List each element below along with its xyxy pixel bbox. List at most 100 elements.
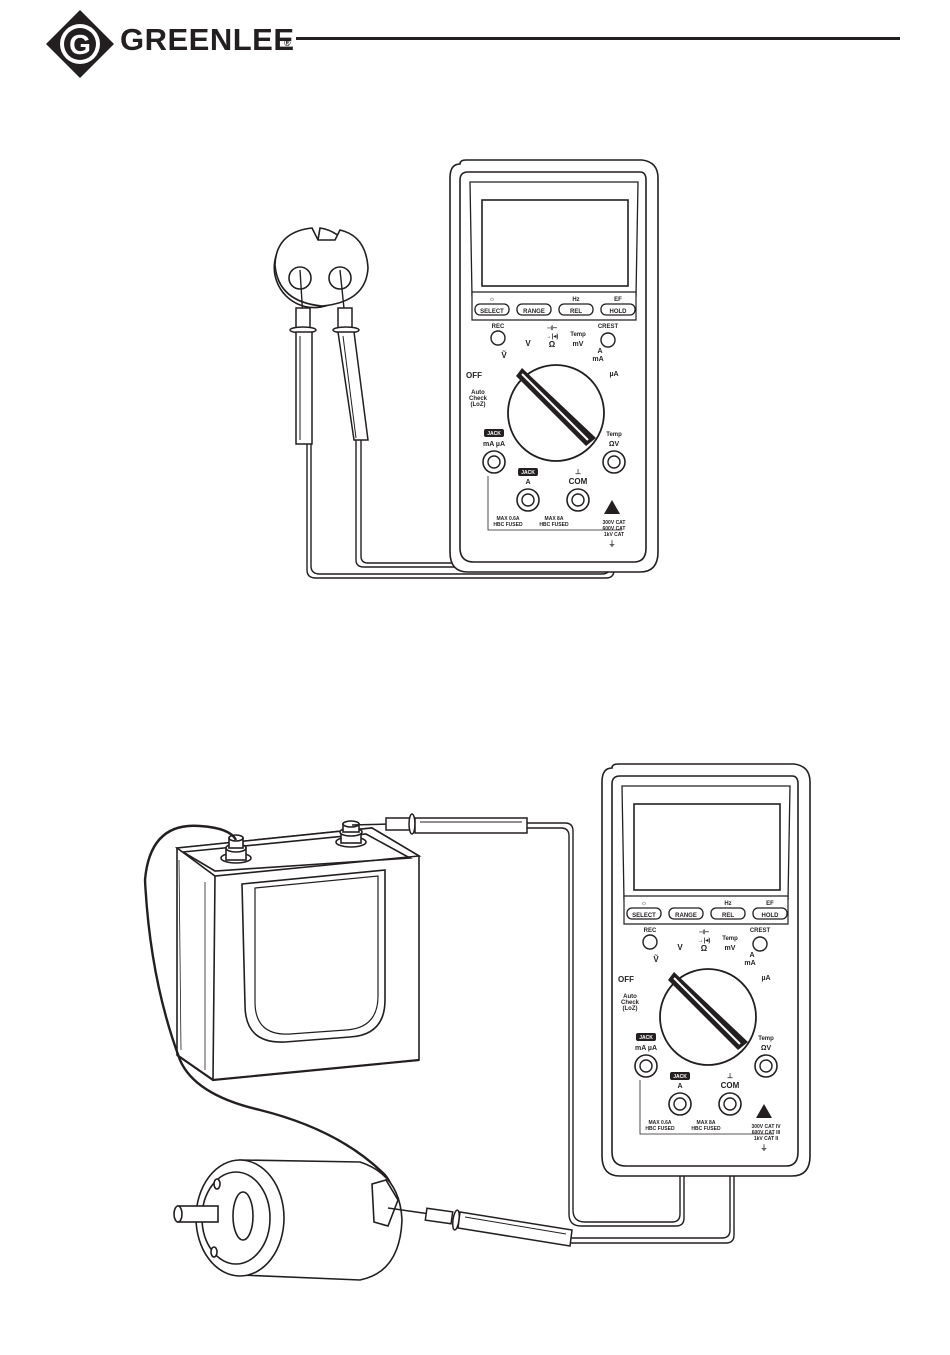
lcd-display bbox=[633, 803, 781, 891]
rec-label: REC bbox=[492, 324, 505, 330]
ua-label: µA bbox=[609, 371, 618, 378]
rec-button bbox=[642, 934, 658, 950]
ohm-v-label: ΩV bbox=[609, 441, 620, 448]
jack-label: JACK bbox=[673, 1074, 687, 1080]
ohm-v-label: ΩV bbox=[761, 1045, 772, 1052]
a-jack-label: A bbox=[677, 1083, 682, 1090]
capacitance-icon: ⊣⊢ bbox=[547, 324, 557, 332]
test-probe-capacitor bbox=[351, 813, 528, 835]
hbc-fused-label: HBC FUSED bbox=[645, 1126, 675, 1132]
cat-rating-label: 1kV CAT II bbox=[754, 1136, 779, 1142]
temp-label: Temp bbox=[606, 432, 622, 438]
button-hold bbox=[752, 907, 788, 920]
jack-indicator bbox=[670, 1072, 690, 1080]
test-probe-right bbox=[332, 269, 369, 441]
a-jack-inner bbox=[521, 493, 535, 507]
button-select bbox=[626, 907, 662, 920]
crest-button bbox=[600, 332, 616, 348]
jack-label: JACK bbox=[639, 1035, 653, 1041]
jack-indicator bbox=[636, 1033, 656, 1041]
ground-symbol: ⏚ bbox=[609, 540, 616, 548]
jack-guide-line bbox=[487, 476, 622, 531]
greenlee-logo: G bbox=[46, 10, 114, 78]
cat-rating-label: 600V CAT III bbox=[752, 1130, 781, 1136]
temp-mv-label: Temp bbox=[722, 936, 738, 942]
jumper-wire bbox=[143, 824, 395, 1196]
temp-mv-label: Temp bbox=[570, 332, 586, 338]
logo-letter: G bbox=[69, 29, 91, 60]
button-label-rel: REL bbox=[570, 309, 582, 315]
ground-symbol: ⏚ bbox=[761, 1144, 768, 1152]
a-jack-inner bbox=[673, 1097, 687, 1111]
jack-indicator bbox=[518, 468, 538, 476]
selector-knob-highlight bbox=[521, 373, 589, 441]
electric-motor bbox=[173, 1159, 403, 1281]
test-probe-motor bbox=[387, 1207, 573, 1247]
ma-label: mA bbox=[592, 356, 603, 363]
cat-rating-label: 600V CAT bbox=[603, 526, 626, 532]
ua-label: µA bbox=[761, 975, 770, 982]
com-jack-inner bbox=[571, 493, 585, 507]
auto-check-label: (LoZ) bbox=[623, 1006, 638, 1012]
max-8a-label: MAX 8A bbox=[545, 516, 564, 522]
jack-guide-line bbox=[639, 1080, 774, 1135]
button-label-select: SELECT bbox=[632, 913, 656, 919]
ground-icon: ⊥ bbox=[575, 468, 581, 476]
mv-label: mV bbox=[725, 945, 736, 952]
lcd-display bbox=[481, 199, 629, 287]
auto-check-label: Auto bbox=[623, 994, 637, 1000]
a-label: A bbox=[749, 952, 754, 959]
jack-label: JACK bbox=[521, 470, 535, 476]
max-06a-label: MAX 0.6A bbox=[648, 1120, 671, 1126]
backlight-icon: ☼ bbox=[489, 296, 495, 303]
wall-outlet bbox=[273, 227, 369, 309]
brand-name: GREENLEE bbox=[120, 22, 295, 57]
off-label: OFF bbox=[466, 371, 482, 380]
button-label-rel: REL bbox=[722, 913, 734, 919]
ma-ua-jack-inner bbox=[487, 455, 501, 469]
button-range bbox=[668, 907, 704, 920]
rec-label: REC bbox=[644, 928, 657, 934]
button-toplabel: EF bbox=[614, 297, 622, 303]
header-rule bbox=[296, 37, 900, 40]
button-panel bbox=[623, 895, 789, 925]
backlight-icon: ☼ bbox=[641, 900, 647, 907]
diode-continuity-icon: →|◂) bbox=[698, 938, 711, 944]
registered-mark: ® bbox=[284, 38, 291, 48]
button-label-range: RANGE bbox=[523, 309, 545, 315]
hbc-fused-label: HBC FUSED bbox=[493, 522, 523, 528]
crest-label: CREST bbox=[598, 324, 619, 330]
com-label: COM bbox=[569, 477, 588, 486]
button-toplabel: EF bbox=[766, 901, 774, 907]
ma-ua-jack-inner bbox=[639, 1059, 653, 1073]
cat-rating-label: 300V CAT bbox=[603, 520, 626, 526]
button-label-hold: HOLD bbox=[610, 309, 628, 315]
capacitance-icon: ⊣⊢ bbox=[699, 928, 709, 936]
max-8a-label: MAX 8A bbox=[697, 1120, 716, 1126]
button-label-hold: HOLD bbox=[762, 913, 780, 919]
off-label: OFF bbox=[618, 975, 634, 984]
com-jack-inner bbox=[723, 1097, 737, 1111]
v-ac-label: Ṽ bbox=[501, 351, 507, 360]
diode-continuity-icon: →|◂) bbox=[546, 334, 559, 340]
ma-ua-label: mA µA bbox=[483, 441, 505, 448]
warning-icon bbox=[756, 1104, 772, 1118]
warning-icon bbox=[604, 500, 620, 514]
hbc-fused-label: HBC FUSED bbox=[539, 522, 569, 528]
cat-rating-label: 300V CAT IV bbox=[751, 1124, 781, 1130]
ground-icon: ⊥ bbox=[727, 1072, 733, 1080]
button-hold bbox=[600, 303, 636, 316]
rec-button bbox=[490, 330, 506, 346]
v-dc-label: V bbox=[525, 339, 531, 348]
auto-check-label: (LoZ) bbox=[471, 402, 486, 408]
auto-check-label: Auto bbox=[471, 390, 485, 396]
ohm-v-jack-inner bbox=[607, 455, 621, 469]
capacitor-terminal-right bbox=[335, 820, 367, 848]
v-dc-label: V bbox=[677, 943, 683, 952]
crest-label: CREST bbox=[750, 928, 771, 934]
button-toplabel: Hz bbox=[724, 901, 731, 907]
temp-label: Temp bbox=[758, 1036, 774, 1042]
v-ac-label: Ṽ bbox=[653, 955, 659, 964]
